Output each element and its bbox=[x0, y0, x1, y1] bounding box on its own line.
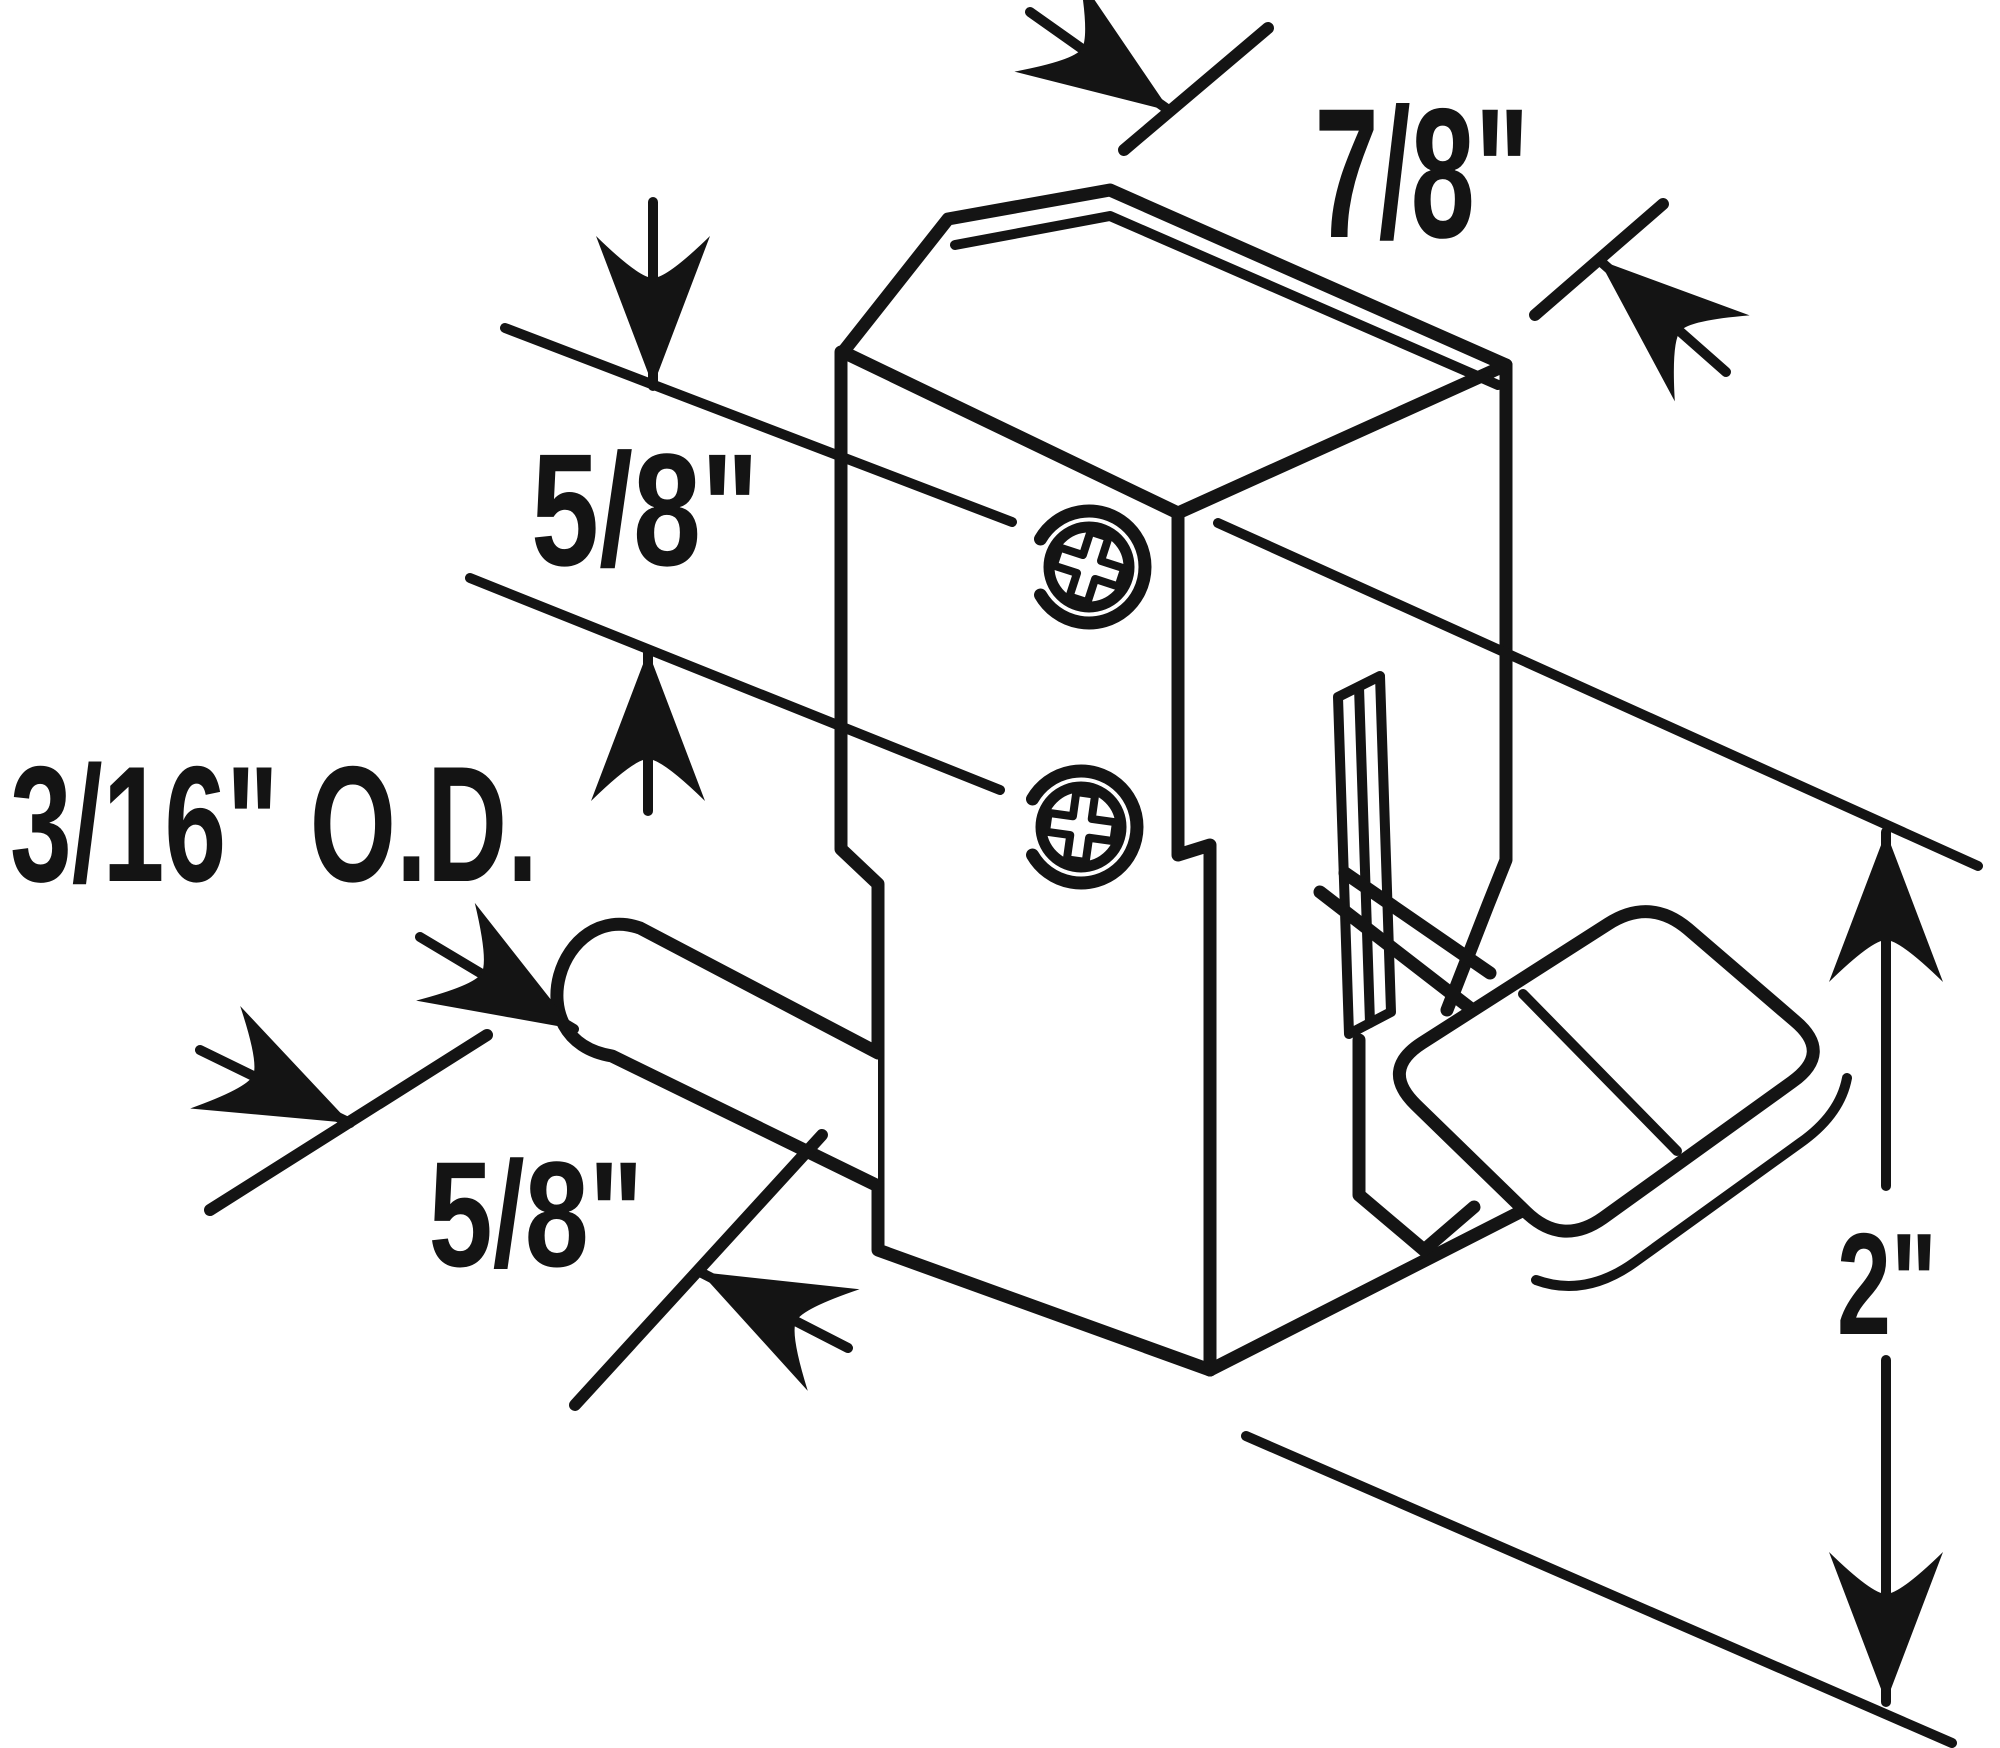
dim-pin-length: 5/8" bbox=[190, 1006, 860, 1411]
top-face-bevel-line bbox=[950, 211, 1503, 390]
dim-pin-outer-diameter: 3/16" O.D. bbox=[10, 732, 604, 1078]
thumb-lever bbox=[1393, 905, 1852, 1291]
dim-arrowhead-icon bbox=[190, 1006, 375, 1175]
latch-slot-inner-line bbox=[1354, 682, 1375, 1028]
extension-line bbox=[1241, 1431, 1957, 1748]
body-bottom-right-edge bbox=[1203, 1205, 1527, 1377]
mounting-screw-bottom bbox=[1026, 764, 1144, 890]
phillips-cross-icon bbox=[1049, 527, 1129, 607]
dim-label-screw-spacing: 5/8" bbox=[531, 420, 759, 599]
body-front-edge bbox=[1171, 506, 1217, 1377]
dim-label-pin-length: 5/8" bbox=[429, 1130, 644, 1298]
latch-arm bbox=[1313, 866, 1497, 1257]
body-left-face bbox=[841, 352, 1210, 1370]
latch-lower-tab bbox=[1352, 1033, 1481, 1257]
body-top-face-outline bbox=[836, 183, 1513, 520]
dim-overall-height: 2" bbox=[1213, 518, 1983, 1748]
thumb-lever-thickness-line bbox=[1531, 1073, 1852, 1291]
phillips-cross-icon bbox=[1042, 788, 1120, 866]
dim-label-pin-od: 3/16" O.D. bbox=[10, 732, 538, 916]
body-left-outline bbox=[834, 345, 1217, 1377]
locking-pin bbox=[550, 917, 885, 1193]
latch-slot bbox=[1333, 671, 1396, 1039]
thumb-lever-ridge-line bbox=[1518, 989, 1682, 1156]
dim-label-top-width: 7/8" bbox=[1315, 71, 1530, 277]
lock-body bbox=[550, 183, 1852, 1377]
mounting-screw-top bbox=[1034, 504, 1152, 630]
dim-top-width: 7/8" bbox=[1014, 0, 1750, 402]
extension-line bbox=[1213, 518, 1983, 871]
dim-arrowhead-icon bbox=[674, 1221, 860, 1391]
extension-line bbox=[500, 323, 1017, 527]
extension-line bbox=[465, 573, 1005, 795]
dim-label-overall-height: 2" bbox=[1837, 1203, 1937, 1365]
dim-screw-spacing: 5/8" bbox=[465, 197, 1017, 816]
body-top-face bbox=[843, 190, 1506, 513]
extension-tick bbox=[1118, 22, 1274, 156]
